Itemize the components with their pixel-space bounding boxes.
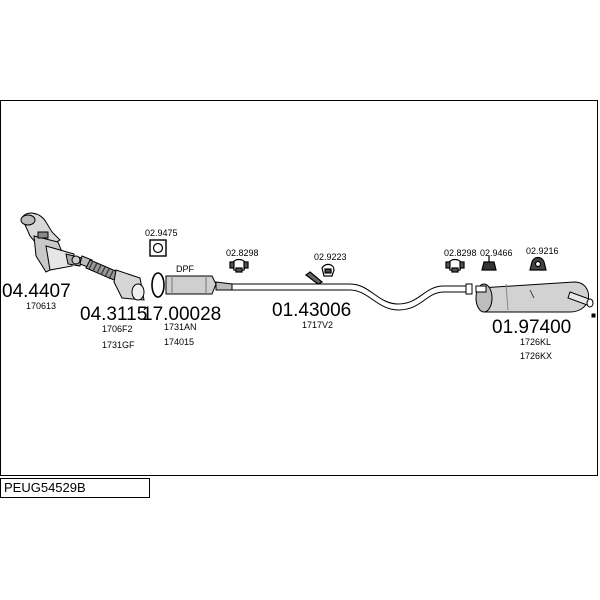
rear-silencer-number: 01.97400 <box>492 317 571 338</box>
rear-silencer-part[interactable] <box>475 281 596 318</box>
dpf-ref-1: 1731AN <box>164 322 197 332</box>
gasket-part[interactable] <box>149 239 167 257</box>
diagram-code: PEUG54529B <box>4 480 86 495</box>
catalyst-ref-1: 170613 <box>26 301 56 311</box>
rear-silencer-ref-2: 1726KX <box>520 351 552 361</box>
rear-silencer-ref-1: 1726KL <box>520 337 551 347</box>
clamp-a-number: 02.8298 <box>226 248 259 258</box>
flexpipe-part[interactable] <box>79 255 145 301</box>
catalyst-number: 04.4407 <box>2 281 71 302</box>
bracket-part[interactable] <box>305 263 335 285</box>
gasket-number: 02.9475 <box>145 228 178 238</box>
hanger-b-part[interactable] <box>529 256 547 271</box>
dpf-ref-2: 174015 <box>164 337 194 347</box>
clamp-a-part[interactable] <box>229 258 249 273</box>
flexpipe-ref-2: 1731GF <box>102 340 135 350</box>
clamp-b-part[interactable] <box>445 258 465 273</box>
hanger-a-number: 02.9466 <box>480 248 513 258</box>
flexpipe-number: 04.3115 <box>80 304 147 325</box>
hanger-a-part[interactable] <box>481 256 497 271</box>
diagram-code-box: PEUG54529B <box>0 478 150 498</box>
diagram-frame <box>0 100 598 476</box>
bracket-number: 02.9223 <box>314 252 347 262</box>
hanger-b-number: 02.9216 <box>526 246 559 256</box>
dpf-number: 17.00028 <box>142 304 221 325</box>
catalyst-part[interactable] <box>20 212 83 273</box>
middle-pipe-ref-1: 1717V2 <box>302 320 333 330</box>
dpf-part[interactable] <box>151 272 233 298</box>
middle-pipe-number: 01.43006 <box>272 300 351 321</box>
flexpipe-ref-1: 1706F2 <box>102 324 133 334</box>
clamp-b-number: 02.8298 <box>444 248 477 258</box>
dpf-label: DPF <box>176 264 195 274</box>
middle-pipe-part[interactable] <box>232 283 473 311</box>
